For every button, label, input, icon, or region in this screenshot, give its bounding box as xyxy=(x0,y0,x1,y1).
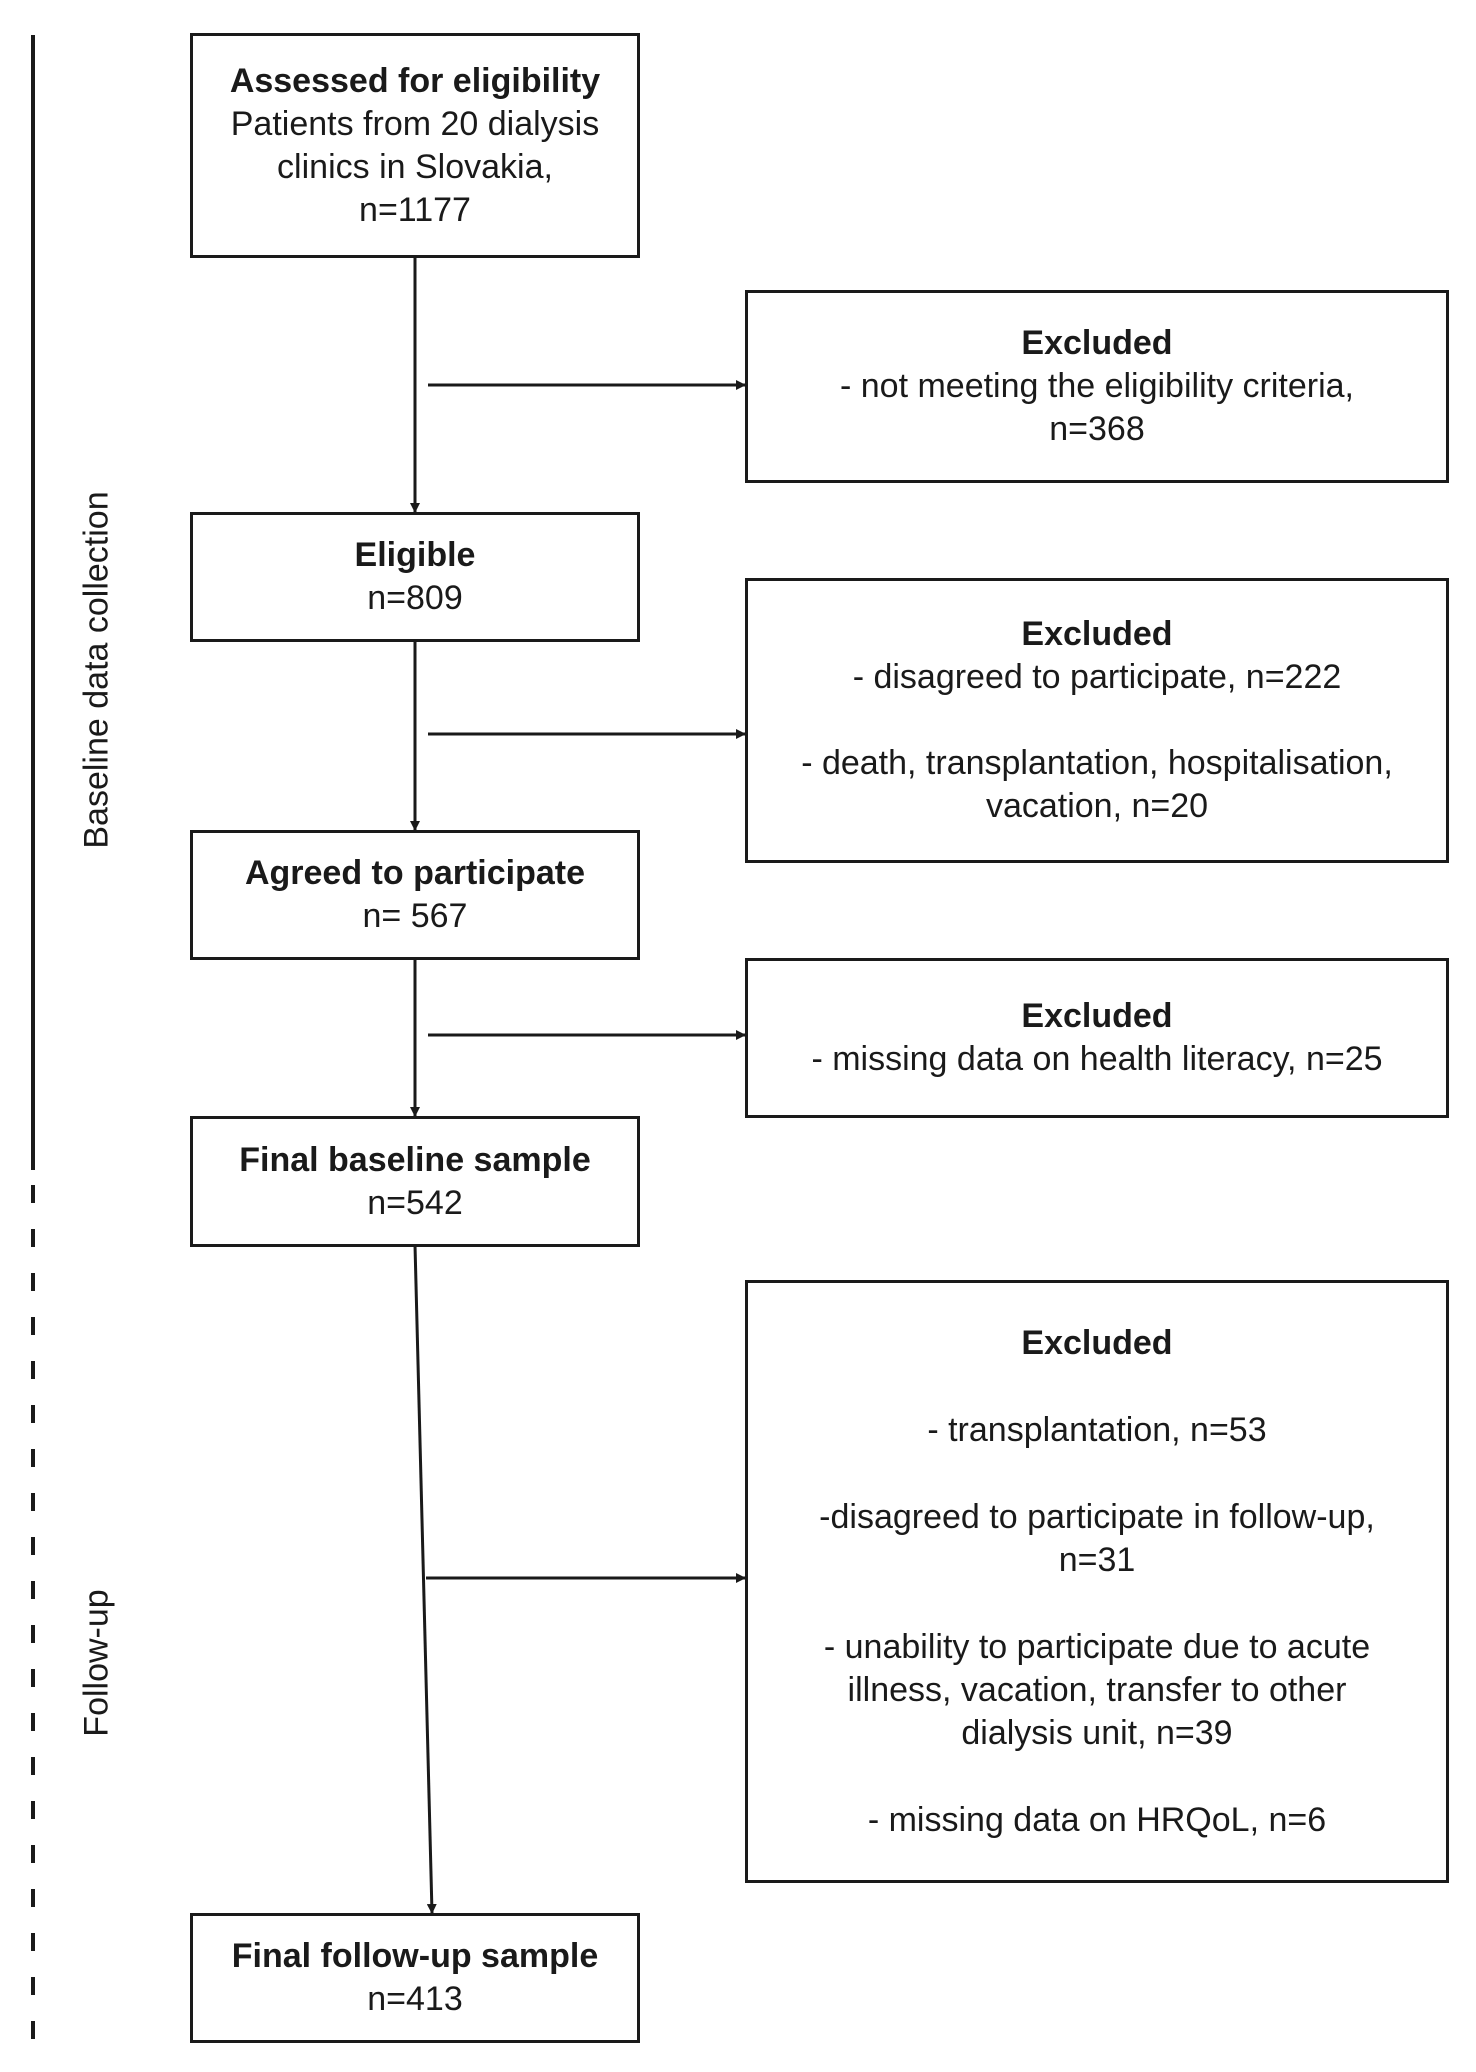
final-baseline-box: Final baseline sample n=542 xyxy=(190,1116,640,1247)
assessed-title: Assessed for eligibility xyxy=(229,61,601,100)
assessed-line-2: clinics in Slovakia, xyxy=(277,147,553,186)
agreed-box: Agreed to participate n= 567 xyxy=(190,830,640,960)
eligible-box: Eligible n=809 xyxy=(190,512,640,642)
followup-phase-label: Follow-up xyxy=(77,1589,116,1737)
excluded-4-line-7: - missing data on HRQoL, n=6 xyxy=(867,1800,1327,1839)
excluded-4-line-4: - unability to participate due to acute xyxy=(823,1627,1371,1666)
excluded-4-line-2: -disagreed to participate in follow-up, xyxy=(819,1497,1375,1536)
final-followup-count: n=413 xyxy=(367,1980,463,2018)
baseline-phase-label: Baseline data collection xyxy=(77,491,116,849)
final-followup-title: Final follow-up sample xyxy=(231,1937,599,1975)
excluded-1-line-2: n=368 xyxy=(1049,410,1145,448)
excluded-4-title: Excluded xyxy=(1021,1323,1173,1362)
excluded-box-3: Excluded - missing data on health litera… xyxy=(745,958,1449,1118)
excluded-2-line-1: - disagreed to participate, n=222 xyxy=(852,658,1342,696)
assessed-line-1: Patients from 20 dialysis xyxy=(230,104,600,143)
excluded-3-title: Excluded xyxy=(1021,997,1173,1035)
assessed-count: n=1177 xyxy=(359,190,471,229)
excluded-box-2: Excluded - disagreed to participate, n=2… xyxy=(745,578,1449,863)
excluded-4-line-1: - transplantation, n=53 xyxy=(927,1410,1267,1449)
eligible-count: n=809 xyxy=(367,579,463,617)
final-baseline-count: n=542 xyxy=(367,1183,463,1222)
excluded-3-line-1: - missing data on health literacy, n=25 xyxy=(811,1040,1383,1078)
agreed-title: Agreed to participate xyxy=(244,854,586,892)
excluded-1-title: Excluded xyxy=(1021,324,1173,362)
excluded-2-title: Excluded xyxy=(1021,615,1173,653)
excluded-4-line-5: illness, vacation, transfer to other xyxy=(847,1670,1347,1709)
eligible-title: Eligible xyxy=(354,536,476,574)
excluded-4-line-6: dialysis unit, n=39 xyxy=(961,1713,1233,1752)
excluded-4-line-3: n=31 xyxy=(1058,1540,1136,1579)
excluded-2-line-3: vacation, n=20 xyxy=(985,787,1209,825)
assessed-box: Assessed for eligibility Patients from 2… xyxy=(190,33,640,258)
excluded-2-line-2: - death, transplantation, hospitalisatio… xyxy=(801,744,1393,782)
agreed-count: n= 567 xyxy=(362,897,468,935)
excluded-box-4: Excluded - transplantation, n=53 -disagr… xyxy=(745,1280,1449,1883)
excluded-1-line-1: - not meeting the eligibility criteria, xyxy=(839,367,1354,405)
final-baseline-title: Final baseline sample xyxy=(239,1140,591,1179)
arrow-final-baseline-to-final-followup xyxy=(413,1244,437,1914)
excluded-box-1: Excluded - not meeting the eligibility c… xyxy=(745,290,1449,483)
final-followup-box: Final follow-up sample n=413 xyxy=(190,1913,640,2043)
